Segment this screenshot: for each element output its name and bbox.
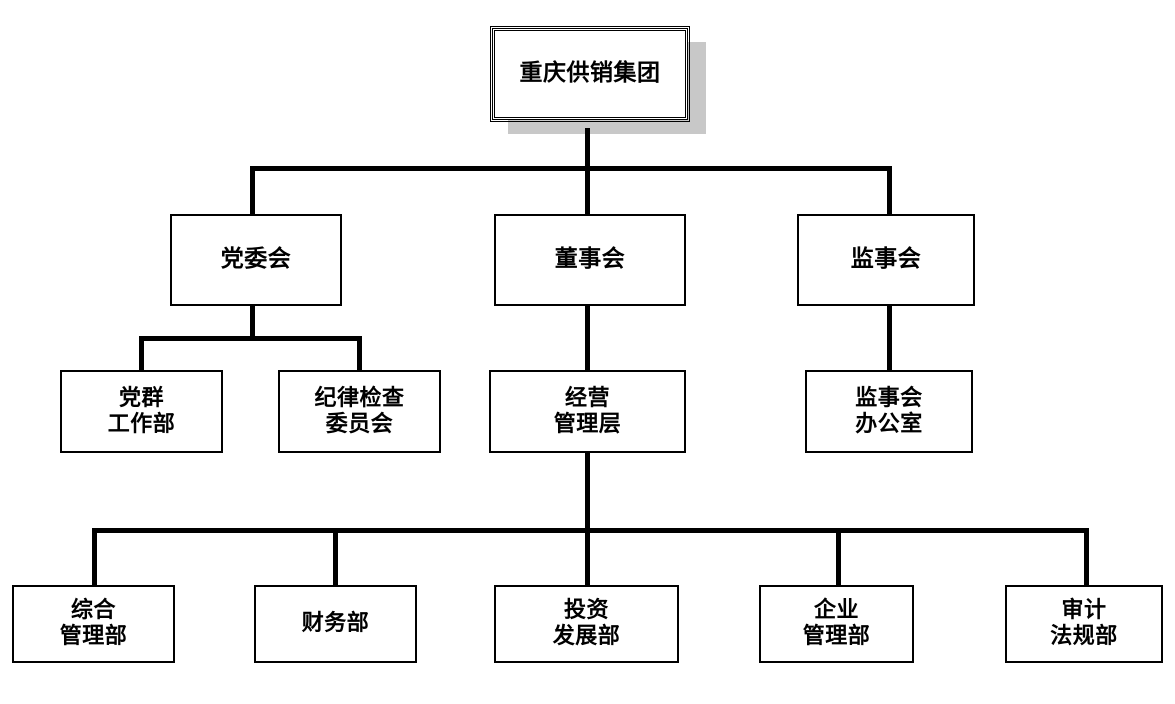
node-audit-label: 审计 法规部 xyxy=(1050,598,1118,649)
connector-board-to-management xyxy=(585,305,590,372)
connector-to-finance xyxy=(333,528,338,586)
connector-to-party-work xyxy=(139,336,144,372)
node-party-work[interactable]: 党群 工作部 xyxy=(60,370,223,453)
node-supervisors-office-label: 监事会 办公室 xyxy=(855,385,923,437)
node-supervisors-label: 监事会 xyxy=(850,246,922,273)
node-enterprise-label: 企业 管理部 xyxy=(802,598,871,649)
node-management[interactable]: 经营 管理层 xyxy=(489,370,686,453)
node-investment-label: 投资 发展部 xyxy=(552,598,621,649)
node-supervisors[interactable]: 监事会 xyxy=(797,214,975,306)
connector-level1-bus xyxy=(250,166,892,171)
connector-to-party xyxy=(250,166,255,216)
connector-to-supervisors xyxy=(887,166,892,216)
connector-party-down xyxy=(250,305,255,339)
connector-party-bus xyxy=(139,336,362,341)
node-audit[interactable]: 审计 法规部 xyxy=(1005,585,1163,663)
node-management-label: 经营 管理层 xyxy=(553,385,622,437)
node-board[interactable]: 董事会 xyxy=(494,214,686,306)
connector-to-board xyxy=(585,166,590,216)
node-root-label: 重庆供销集团 xyxy=(519,60,661,87)
node-discipline-label: 纪律检查 委员会 xyxy=(314,385,405,437)
node-finance-label: 财务部 xyxy=(301,611,370,637)
node-party-label: 党委会 xyxy=(220,246,292,273)
node-general-management[interactable]: 综合 管理部 xyxy=(12,585,175,663)
connector-management-down xyxy=(585,452,590,532)
connector-supervisors-to-office xyxy=(887,305,892,372)
node-discipline[interactable]: 纪律检查 委员会 xyxy=(278,370,441,453)
connector-to-enterprise xyxy=(836,528,841,586)
connector-to-investment xyxy=(585,528,590,586)
node-party[interactable]: 党委会 xyxy=(170,214,342,306)
connector-bottom-bus xyxy=(92,528,1088,533)
node-board-label: 董事会 xyxy=(554,246,626,273)
connector-to-audit xyxy=(1084,528,1089,586)
connector-to-general xyxy=(92,528,97,586)
node-supervisors-office[interactable]: 监事会 办公室 xyxy=(805,370,973,453)
node-general-management-label: 综合 管理部 xyxy=(59,598,128,649)
node-root[interactable]: 重庆供销集团 xyxy=(490,26,690,122)
node-party-work-label: 党群 工作部 xyxy=(107,385,176,437)
node-enterprise[interactable]: 企业 管理部 xyxy=(759,585,914,663)
node-investment[interactable]: 投资 发展部 xyxy=(494,585,679,663)
node-finance[interactable]: 财务部 xyxy=(254,585,417,663)
connector-root-down xyxy=(585,128,590,170)
connector-to-discipline xyxy=(357,336,362,372)
